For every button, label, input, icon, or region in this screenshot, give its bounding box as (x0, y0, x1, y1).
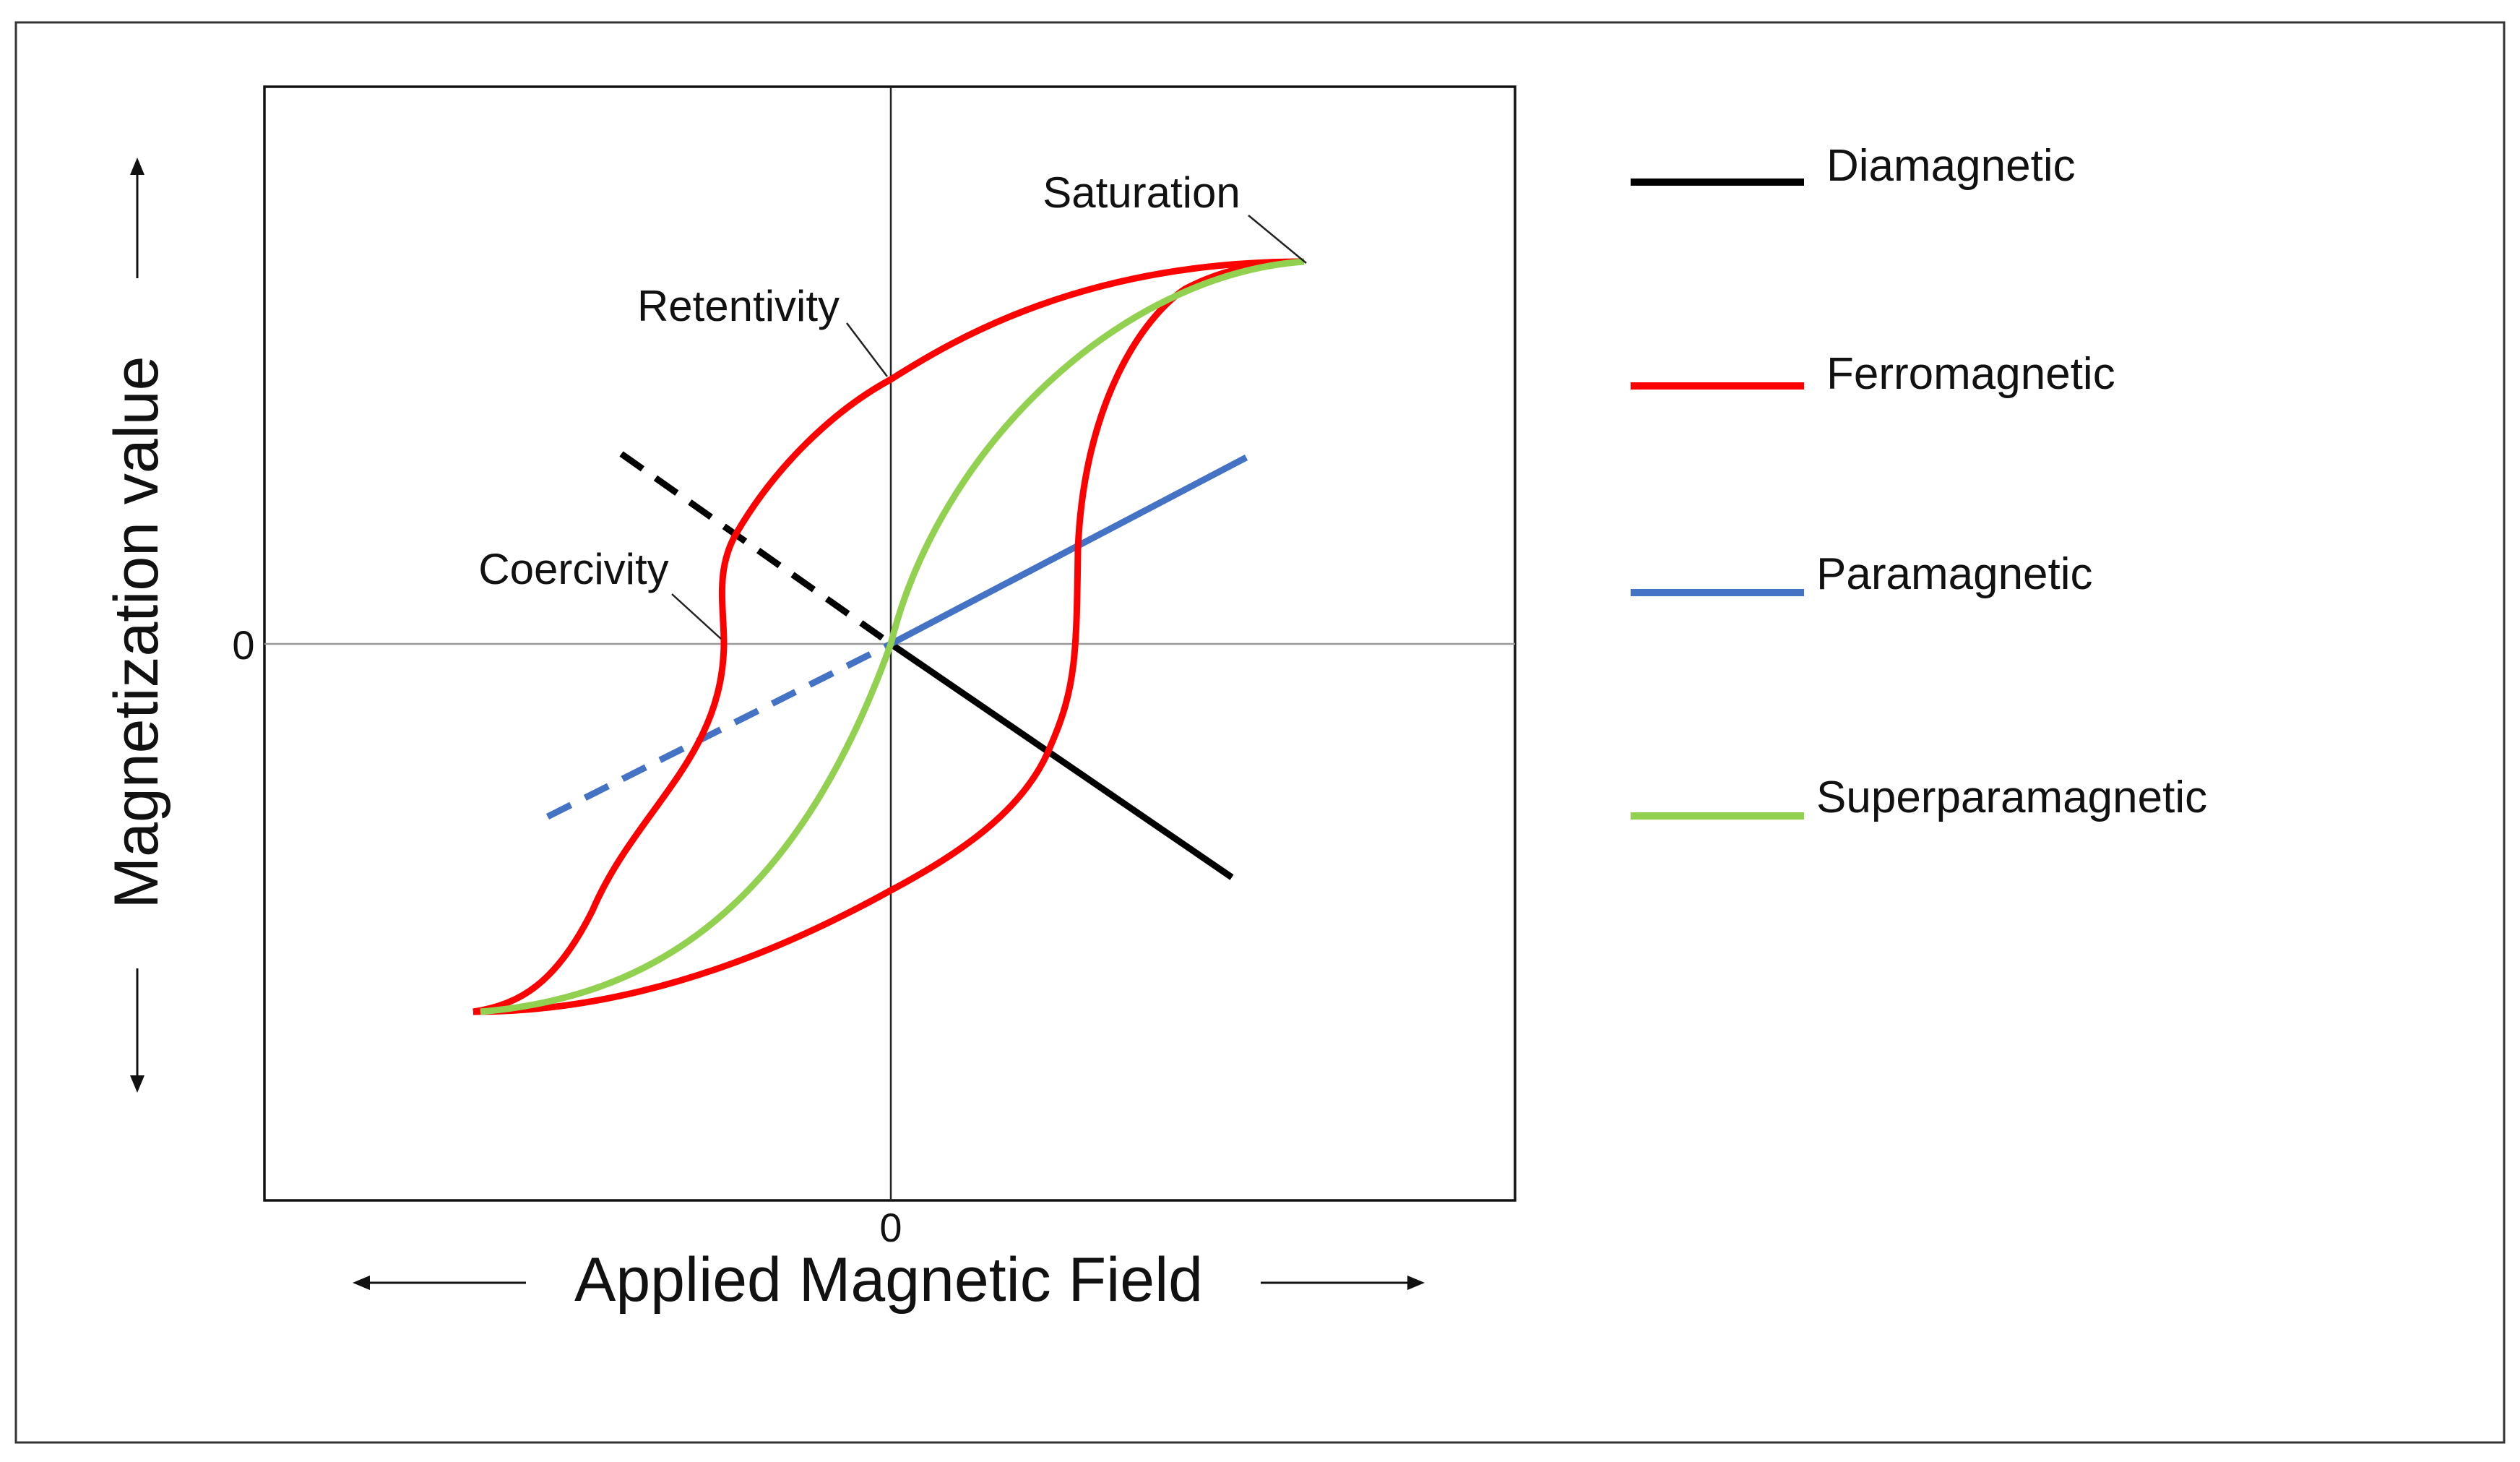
legend-item-superparamagnetic: Superparamagnetic (1631, 773, 2207, 822)
y-zero-label: 0 (232, 622, 254, 668)
paramagnetic-line-dashed (545, 640, 893, 820)
superparamagnetic-curve (480, 258, 1305, 1015)
x-axis-left-arrow (353, 1276, 526, 1290)
legend-label: Paramagnetic (1816, 549, 2093, 599)
ferromagnetic-upper-branch (473, 258, 1305, 1015)
legend-label: Ferromagnetic (1826, 349, 2115, 399)
legend-item-ferromagnetic: Ferromagnetic (1631, 349, 2115, 399)
coercivity-label: Coercivity (478, 545, 668, 593)
diamagnetic-line-solid (889, 641, 1234, 880)
retentivity-leader (846, 322, 888, 377)
y-axis-down-arrow (130, 968, 144, 1093)
outer-frame (14, 21, 2506, 1444)
paramagnetic-line-solid (889, 455, 1248, 647)
coercivity-leader (671, 593, 722, 640)
y-axis-title: Magnetization value (102, 356, 171, 909)
legend-label: Superparamagnetic (1816, 773, 2207, 822)
y-axis-up-arrow (130, 158, 144, 278)
retentivity-label: Retentivity (637, 282, 840, 330)
x-axis-right-arrow (1261, 1276, 1425, 1290)
saturation-leader (1248, 215, 1307, 264)
legend-item-paramagnetic: Paramagnetic (1631, 549, 2093, 599)
x-zero-label: 0 (879, 1205, 902, 1250)
saturation-label: Saturation (1043, 168, 1240, 217)
x-axis-title: Applied Magnetic Field (574, 1245, 1203, 1315)
legend-item-diamagnetic: Diamagnetic (1631, 141, 2076, 191)
diamagnetic-line-dashed (619, 451, 893, 647)
legend: Diamagnetic Ferromagnetic Paramagnetic S… (1631, 141, 2207, 822)
legend-label: Diamagnetic (1826, 141, 2076, 191)
